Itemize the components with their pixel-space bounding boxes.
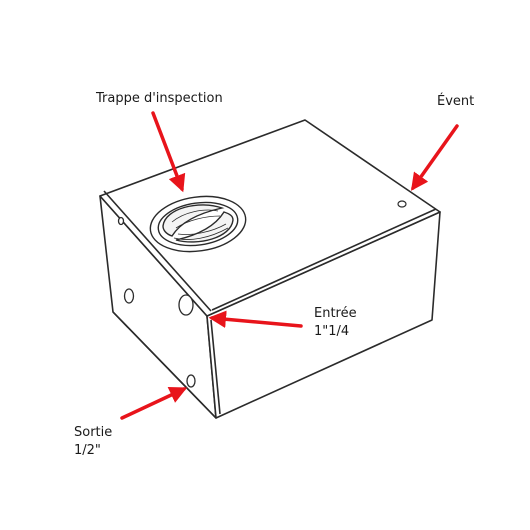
tank-box-icon [99,119,441,419]
label-inlet-name: Entrée [314,306,357,321]
inlet-port-hole [178,294,194,316]
label-outlet-name: Sortie [74,425,113,440]
side-ports [117,216,196,388]
label-inspection-hatch: Trappe d'inspection [96,91,223,106]
box-edge-top-front [211,208,437,311]
label-inlet-size: 1"1/4 [314,324,350,339]
arrow-outlet [120,387,188,420]
arrow-inlet [208,310,303,328]
callout-arrows [120,111,459,420]
hatch-handle-right [175,211,234,243]
box-edge-top-left [103,190,212,312]
outlet-port-hole [186,374,196,388]
arrow-vent [410,124,459,191]
box-edge-front-vertical [210,319,221,415]
arrow-inspection [151,111,186,193]
vent-hole [397,200,407,208]
box-top-face [99,119,441,317]
side-port-hole-upper [117,216,125,226]
hatch-handle-left [162,204,225,237]
hatch-thread-2 [175,215,221,229]
label-outlet-size: 1/2" [74,443,101,458]
side-port-hole-mid [123,288,135,304]
box-edge-bottom-left [112,311,217,419]
hatch-thread-4 [173,227,229,240]
hatch-thread-3 [177,223,227,235]
inspection-hatch-icon [149,195,247,253]
hatch-thread-1 [171,209,219,223]
label-vent: Évent [437,94,475,109]
